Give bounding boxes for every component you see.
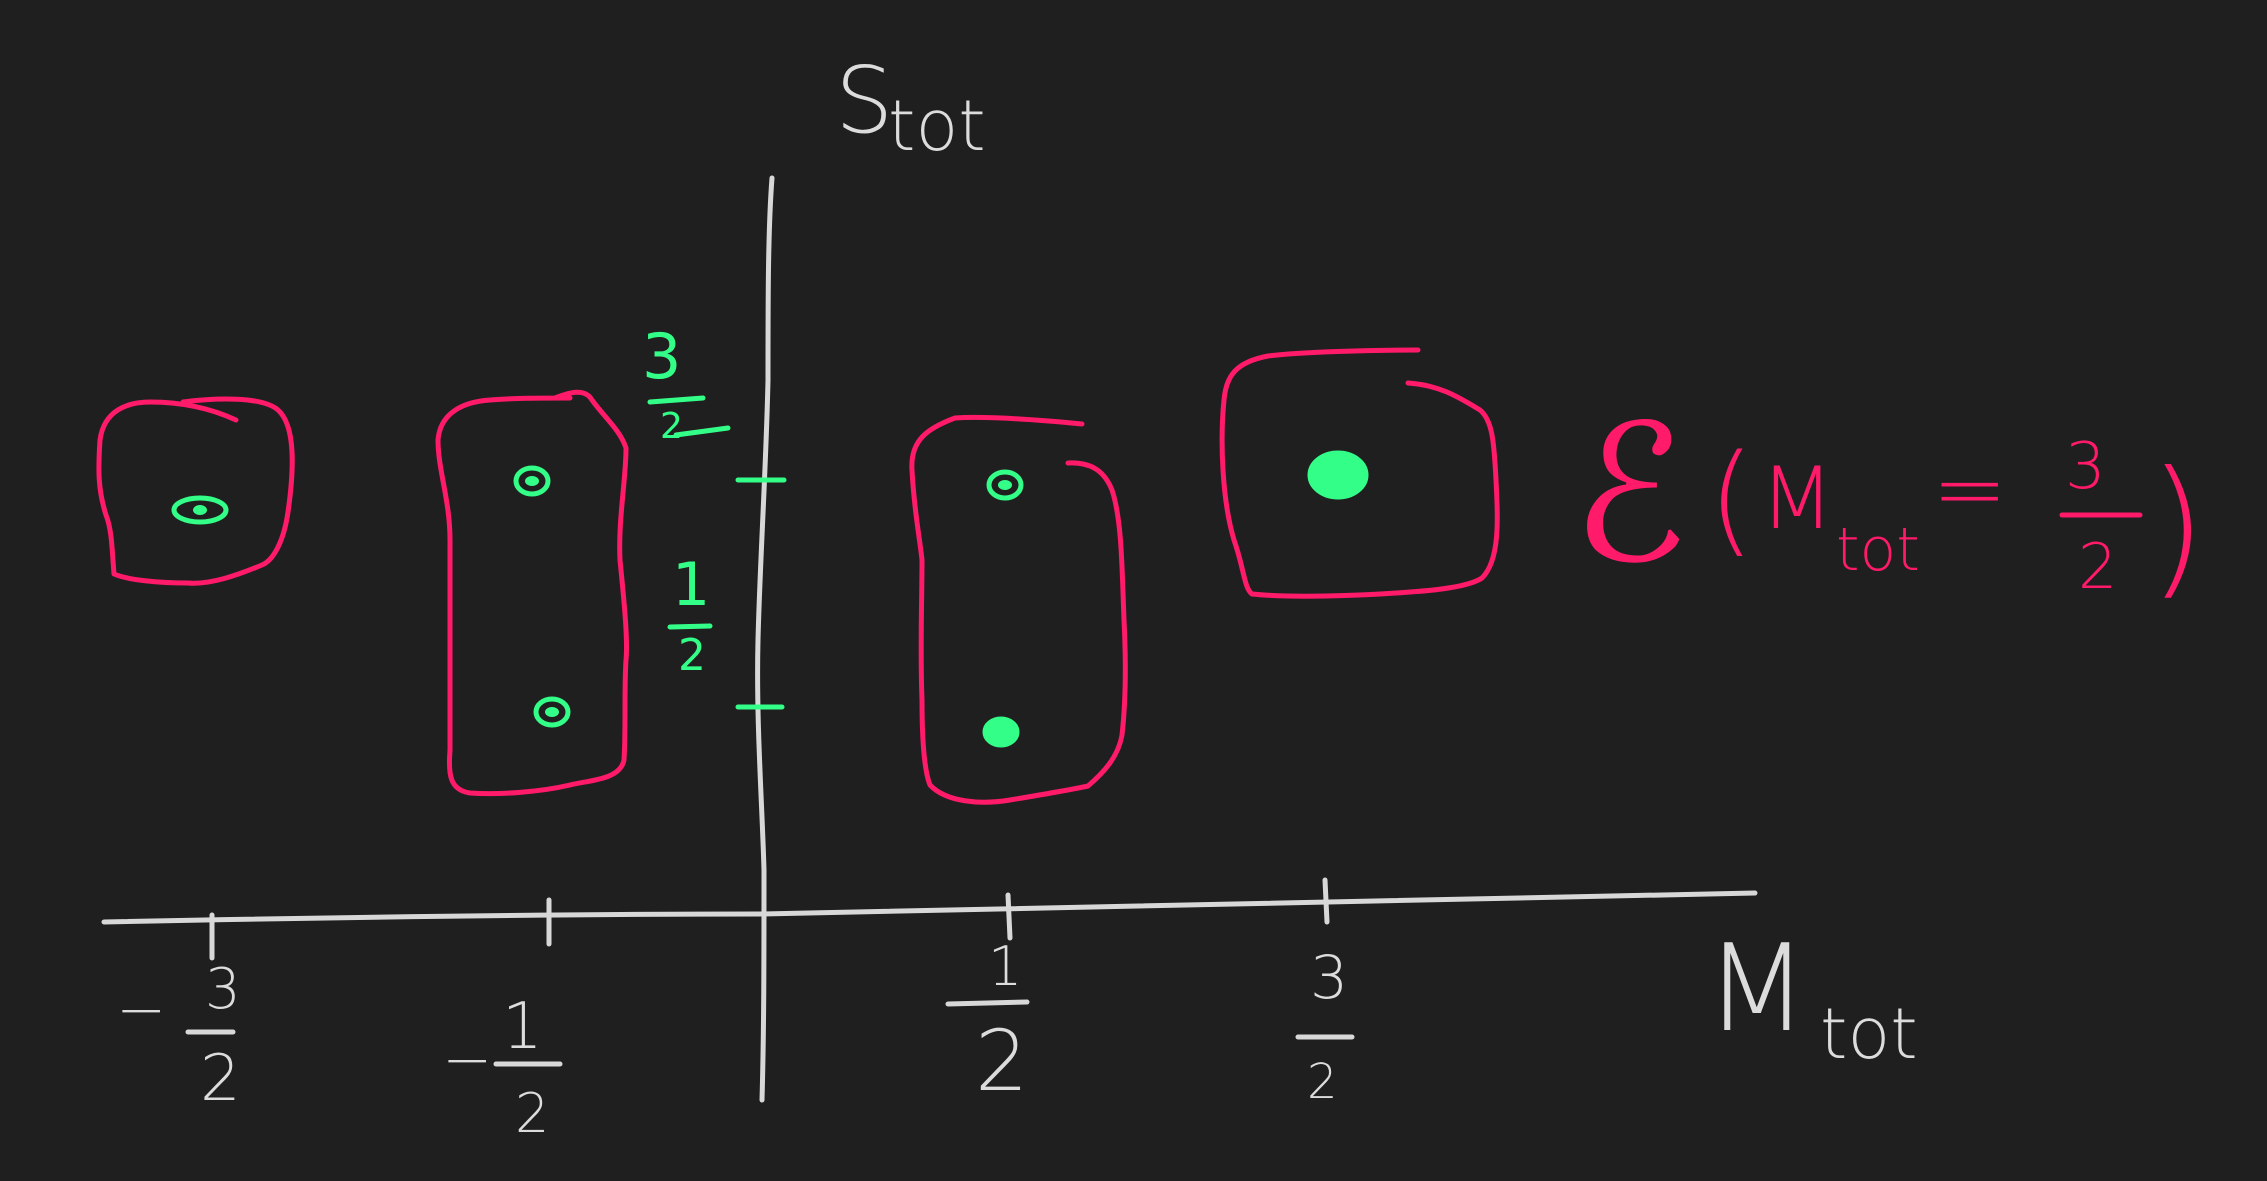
fraction-bar <box>945 999 1030 1007</box>
eigenspace-annotation: ℰ ( M tot = 3 2 ) <box>1572 384 2207 614</box>
multiplet-box-m-neg-1-2 <box>435 389 630 797</box>
x-axis <box>101 890 1758 925</box>
x-tick-num: 1 <box>502 990 543 1064</box>
annotation-symbol: ℰ <box>1572 384 1687 605</box>
x-tick-den: 2 <box>515 1082 549 1145</box>
x-tick-den: 2 <box>1307 1054 1338 1110</box>
y-tick-label-3-2: 3 2 <box>642 320 731 447</box>
y-axis-label-main: S <box>835 47 893 154</box>
x-tick-num: 3 <box>1310 943 1348 1013</box>
annotation-num: 3 <box>2065 430 2106 504</box>
state-dot <box>982 716 1020 748</box>
state-dot <box>513 465 551 497</box>
x-tick-mark <box>1005 892 1013 941</box>
x-axis-label: M tot <box>1705 920 1918 1075</box>
state-dot <box>1307 450 1369 500</box>
y-tick-num: 1 <box>672 550 710 620</box>
x-tick-label-neg-1-2: − 1 2 <box>442 990 563 1145</box>
annotation-den: 2 <box>2078 530 2117 603</box>
annotation-var-sub: tot <box>1836 515 1920 585</box>
x-tick-mark <box>1322 877 1330 925</box>
state-dot <box>533 696 571 728</box>
x-axis-label-sub: tot <box>1820 993 1918 1075</box>
state-dot <box>986 469 1024 501</box>
x-tick-den: 2 <box>975 1012 1028 1110</box>
x-tick-sign: − <box>442 1025 492 1095</box>
multiplet-box-m-neg-3-2 <box>96 396 295 586</box>
y-axis-label-sub: tot <box>888 85 986 167</box>
multiplet-box-m-3-2 <box>1219 347 1500 599</box>
x-tick-num: 3 <box>205 957 241 1022</box>
x-tick-label-neg-3-2: − 3 2 <box>116 957 241 1116</box>
multiplet-box-m-1-2 <box>909 414 1128 805</box>
state-dot-core <box>193 505 207 515</box>
fraction-bar <box>667 623 713 630</box>
y-axis-label: S tot <box>835 47 986 167</box>
x-tick-den: 2 <box>200 1042 241 1116</box>
state-dot-core <box>998 480 1012 490</box>
x-axis-label-main: M <box>1705 920 1809 1059</box>
x-tick-label-3-2: 3 2 <box>1295 943 1355 1110</box>
y-tick-den: 2 <box>678 630 706 681</box>
x-tick-sign: − <box>116 975 166 1045</box>
x-tick-label-1-2: 1 2 <box>945 935 1030 1110</box>
y-tick-label-1-2: 1 2 <box>667 550 713 681</box>
y-axis <box>755 175 775 1103</box>
state-dot <box>171 495 229 525</box>
x-tick-num: 1 <box>988 935 1022 998</box>
annotation-open-paren: ( <box>1708 430 1755 569</box>
state-dot-core <box>525 476 539 486</box>
y-tick-den: 2 <box>660 406 683 447</box>
annotation-close-paren: ) <box>2148 440 2207 614</box>
state-dots <box>171 450 1369 748</box>
state-dot-core <box>545 707 559 717</box>
annotation-equals: = <box>1932 437 2007 542</box>
fraction-bar-extra <box>673 425 731 438</box>
y-tick-num: 3 <box>642 320 681 393</box>
annotation-var-main: M <box>1760 449 1834 549</box>
fraction-bar <box>647 395 706 405</box>
